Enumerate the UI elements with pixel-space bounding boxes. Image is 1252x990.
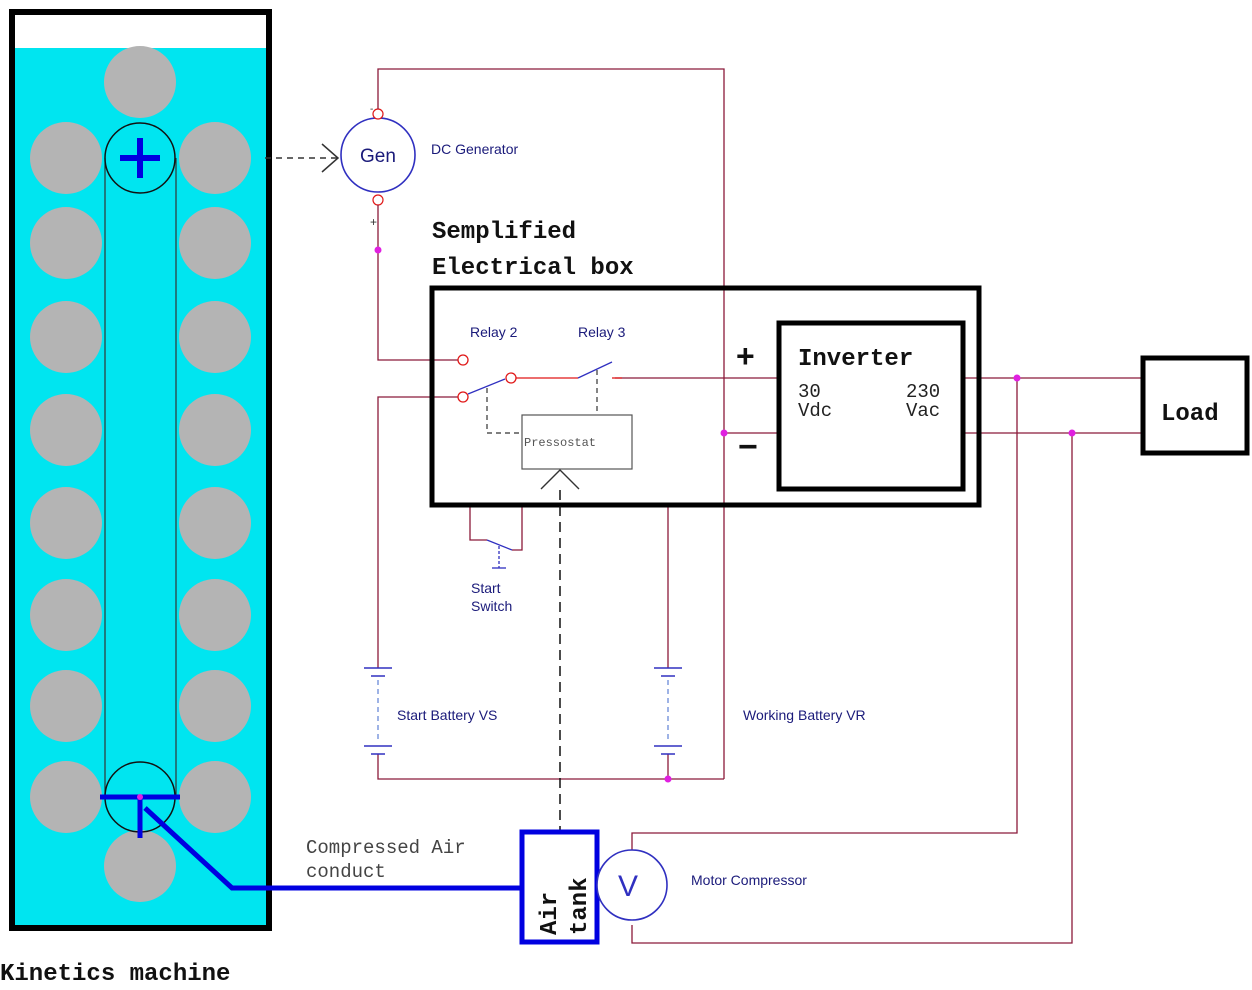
float-ball [179,670,251,742]
svg-text:30: 30 [798,381,821,403]
air-tank [519,829,600,945]
float-balls [30,46,251,902]
svg-text:Compressed Air: Compressed Air [306,837,466,859]
kinetics-machine-label: Kinetics machine [0,961,230,988]
box-title-line2: Electrical box [432,255,634,282]
float-ball [104,830,176,902]
inverter [776,320,966,492]
load-box [1140,355,1250,456]
float-ball [30,670,102,742]
float-ball [30,487,102,559]
float-ball [179,207,251,279]
relay2-label: Relay 2 [470,324,518,340]
svg-text:230: 230 [906,381,940,403]
svg-text:Start: Start [471,580,501,596]
start-battery: Start Battery VS [364,667,497,755]
start-battery-label: Start Battery VS [397,707,497,723]
machine-frame [9,9,272,931]
svg-text:Vac: Vac [906,400,940,422]
float-ball [30,761,102,833]
relay3-contact [577,361,613,379]
kinetics-machine [9,9,272,931]
relay3-label: Relay 3 [578,324,626,340]
float-ball [179,394,251,466]
float-ball [30,207,102,279]
svg-text:Switch: Switch [471,598,512,614]
float-ball [30,394,102,466]
box-title-line1: Semplified [432,219,576,246]
float-ball [104,46,176,118]
float-ball [30,122,102,194]
float-ball [30,579,102,651]
air-tank-label-1: Air [537,892,564,935]
motor-compressor-symbol [596,849,668,921]
dc-generator-label: DC Generator [431,141,518,157]
compressed-air-conduct [143,806,522,891]
load-label: Load [1161,401,1219,428]
svg-text:V: V [618,870,638,903]
air-tank-label-2: tank [567,877,594,935]
working-battery-label: Working Battery VR [743,707,866,723]
svg-text:Vdc: Vdc [798,400,832,422]
float-ball [179,579,251,651]
wire-junctions [374,246,1076,783]
pressostat-label: Pressostat [524,436,596,450]
float-ball [30,301,102,373]
float-ball [179,487,251,559]
plus-icon [120,138,160,178]
relay2-contact [467,378,506,395]
motor-compressor-label: Motor Compressor [691,872,807,888]
float-ball [179,301,251,373]
start-switch: Start Switch [471,539,513,614]
minus-terminal-label: − [738,428,758,466]
float-ball [179,122,251,194]
inverter-label: Inverter [798,346,913,373]
top-pulley [104,122,176,194]
working-battery: Working Battery VR [654,667,866,755]
plus-terminal-label: + [736,338,755,374]
dc-generator: Gen - + DC Generator [265,104,518,229]
gen-label: Gen [360,146,396,167]
float-ball [179,761,251,833]
svg-text:+: + [370,215,377,229]
electrical-box: Semplified Electrical box Relay 2 Relay … [429,219,982,508]
pressostat [521,414,633,470]
svg-text:-: - [370,104,373,115]
svg-text:conduct: conduct [306,861,386,883]
box-frame [429,285,982,508]
